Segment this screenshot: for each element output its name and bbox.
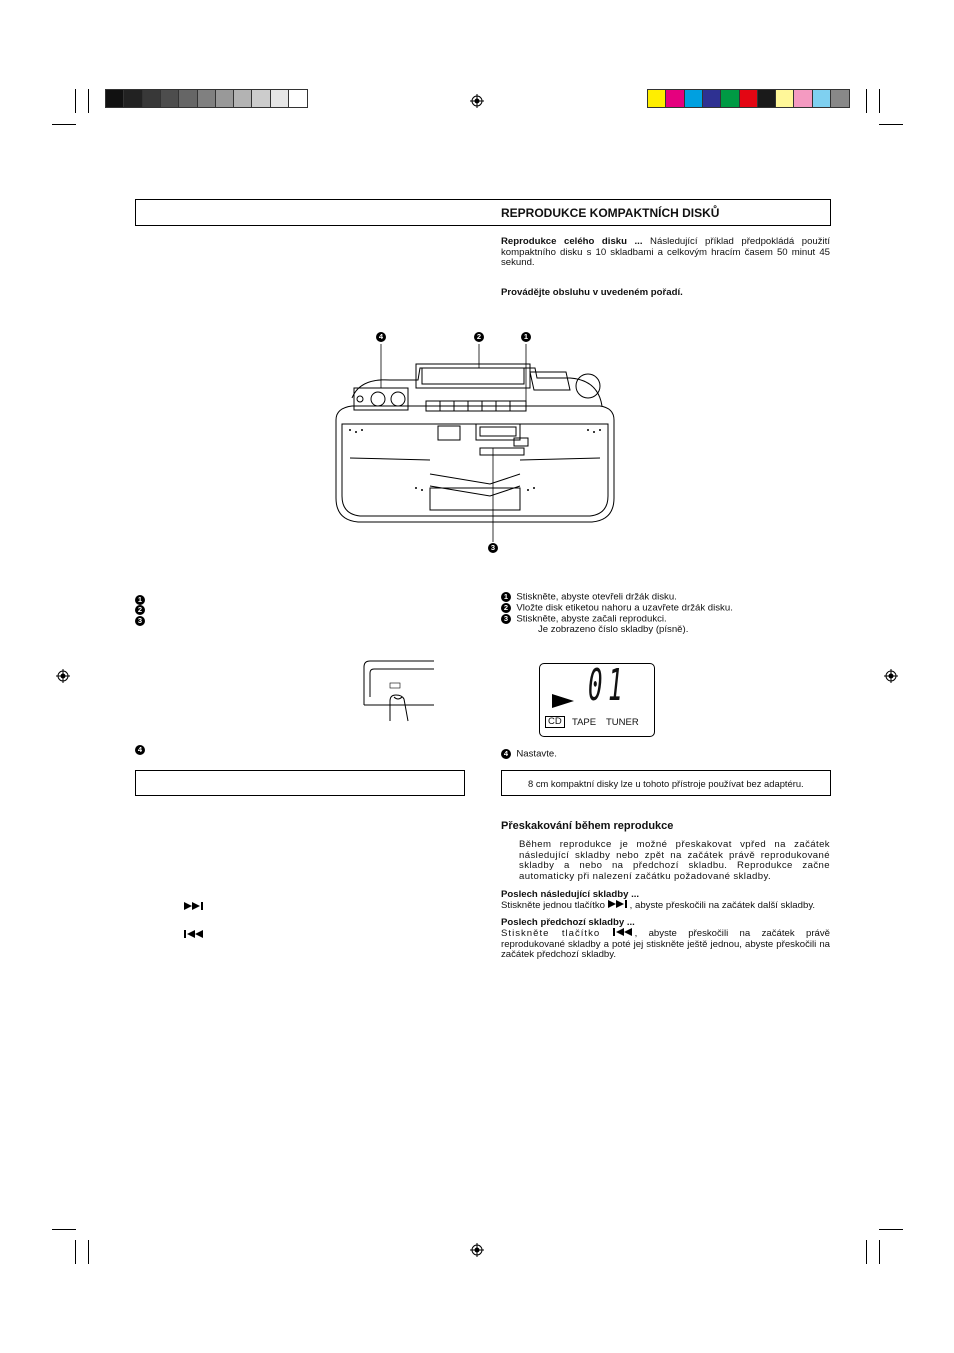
left-step-number: 3 bbox=[135, 615, 145, 626]
left-step-number: 1 bbox=[135, 594, 145, 605]
crop-mark bbox=[879, 89, 880, 113]
skip-back-icon bbox=[184, 930, 203, 938]
order-instruction: Provádějte obsluhu v uvedeném pořadí. bbox=[501, 287, 683, 298]
color-swatch bbox=[665, 89, 686, 108]
step-item: 3 Stiskněte, abyste začali reprodukci. bbox=[501, 614, 831, 625]
prev-text-a: Stiskněte tlačítko bbox=[501, 928, 613, 939]
color-swatch bbox=[756, 89, 777, 108]
crop-mark bbox=[879, 1240, 880, 1264]
left-note-box bbox=[135, 770, 465, 796]
callout-2: 2 bbox=[474, 332, 484, 342]
lcd-display: 01 CD TAPE TUNER bbox=[539, 660, 655, 737]
registration-mark-icon bbox=[470, 94, 484, 108]
step-number: 1 bbox=[501, 592, 511, 602]
skip-title: Přeskakování během reprodukce bbox=[501, 820, 674, 832]
color-swatch bbox=[288, 89, 308, 108]
crop-mark bbox=[866, 1240, 867, 1264]
crop-mark bbox=[866, 89, 867, 113]
color-swatch bbox=[811, 89, 832, 108]
crop-mark bbox=[52, 124, 76, 125]
color-swatch bbox=[738, 89, 759, 108]
registration-mark-icon bbox=[884, 669, 898, 683]
boombox-diagram bbox=[335, 344, 615, 542]
display-label-cd: CD bbox=[545, 716, 565, 728]
crop-mark bbox=[88, 1240, 89, 1264]
track-number: 01 bbox=[588, 660, 629, 711]
left-step-number: 2 bbox=[135, 605, 145, 616]
color-swatch bbox=[105, 89, 125, 108]
step-list: 1 Stiskněte, abyste otevřeli držák disku… bbox=[501, 592, 831, 636]
prev-text-b: , abyste přeskočili na začátek právě rep… bbox=[501, 928, 831, 961]
step-number: 4 bbox=[501, 749, 511, 759]
color-swatch bbox=[196, 89, 217, 108]
crop-mark bbox=[879, 1229, 903, 1230]
skip-forward-icon bbox=[184, 902, 203, 910]
intro-paragraph: Reprodukce celého disku ... Následující … bbox=[501, 236, 830, 269]
left-step-list: 1 2 3 bbox=[135, 591, 145, 626]
crop-mark bbox=[879, 124, 903, 125]
step-number: 2 bbox=[501, 603, 511, 614]
color-swatch bbox=[159, 89, 180, 108]
next-track-title: Poslech následující skladby ... bbox=[501, 889, 640, 900]
display-label-tape: TAPE bbox=[572, 717, 597, 728]
callout-3: 3 bbox=[488, 543, 498, 553]
prev-track-title: Poslech předchozí skladby ... bbox=[501, 917, 635, 928]
crop-mark bbox=[52, 1229, 76, 1230]
step-text: Vložte disk etiketou nahoru a uzavřete d… bbox=[516, 602, 733, 614]
step-text: Stiskněte, abyste otevřeli držák disku. bbox=[516, 591, 677, 603]
color-swatch bbox=[647, 89, 667, 108]
crop-mark bbox=[88, 89, 89, 113]
skip-description: Během reprodukce je možné přeskakovat vp… bbox=[519, 839, 830, 882]
note-text: 8 cm kompaktní disky lze u tohoto přístr… bbox=[528, 778, 804, 789]
crop-mark bbox=[75, 89, 76, 113]
section-title: REPRODUKCE KOMPAKTNÍCH DISKŮ bbox=[501, 206, 720, 220]
prev-track-text: Stiskněte tlačítko , abyste přeskočili n… bbox=[501, 928, 830, 961]
left-step-number: 4 bbox=[135, 745, 145, 755]
step-item: 2 Vložte disk etiketou nahoru a uzavřete… bbox=[501, 603, 831, 614]
next-text-b: , abyste přeskočili na začátek další skl… bbox=[629, 900, 816, 911]
next-text-a: Stiskněte jednou tlačítko bbox=[501, 900, 608, 911]
color-swatch bbox=[178, 89, 199, 108]
next-track-text: Stiskněte jednou tlačítko , abyste přesk… bbox=[501, 900, 815, 912]
intro-lead: Reprodukce celého disku ... bbox=[501, 236, 643, 247]
color-swatch bbox=[214, 89, 235, 108]
note-box: 8 cm kompaktní disky lze u tohoto přístr… bbox=[501, 770, 831, 796]
play-icon bbox=[552, 694, 574, 708]
section-header-box: REPRODUKCE KOMPAKTNÍCH DISKŮ bbox=[135, 199, 831, 226]
color-swatch bbox=[793, 89, 814, 108]
callout-4: 4 bbox=[376, 332, 386, 342]
color-swatch bbox=[830, 89, 850, 108]
color-swatch bbox=[269, 89, 290, 108]
step-text: Stiskněte, abyste začali reprodukci. bbox=[516, 613, 667, 625]
step-text: Nastavte. bbox=[516, 748, 557, 760]
skip-back-icon bbox=[612, 928, 632, 936]
step-item: 1 Stiskněte, abyste otevřeli držák disku… bbox=[501, 592, 831, 603]
color-swatch bbox=[233, 89, 254, 108]
color-swatch bbox=[123, 89, 144, 108]
color-swatch bbox=[683, 89, 704, 108]
display-label-tuner: TUNER bbox=[606, 717, 639, 728]
registration-mark-icon bbox=[470, 1243, 484, 1257]
color-swatch bbox=[775, 89, 796, 108]
crop-mark bbox=[75, 1240, 76, 1264]
color-swatch bbox=[701, 89, 722, 108]
color-swatch bbox=[720, 89, 741, 108]
step-subtext: Je zobrazeno číslo skladby (písně). bbox=[538, 624, 689, 636]
color-swatch bbox=[141, 89, 162, 108]
finger-press-illustration bbox=[363, 660, 434, 722]
registration-mark-icon bbox=[56, 669, 70, 683]
intro-text: Následující příklad předpokládá použití … bbox=[501, 236, 830, 269]
skip-forward-icon bbox=[607, 900, 627, 908]
step-number: 3 bbox=[501, 614, 511, 625]
step-item: 4 Nastavte. bbox=[501, 749, 557, 760]
color-swatch bbox=[251, 89, 272, 108]
callout-1: 1 bbox=[521, 332, 531, 342]
